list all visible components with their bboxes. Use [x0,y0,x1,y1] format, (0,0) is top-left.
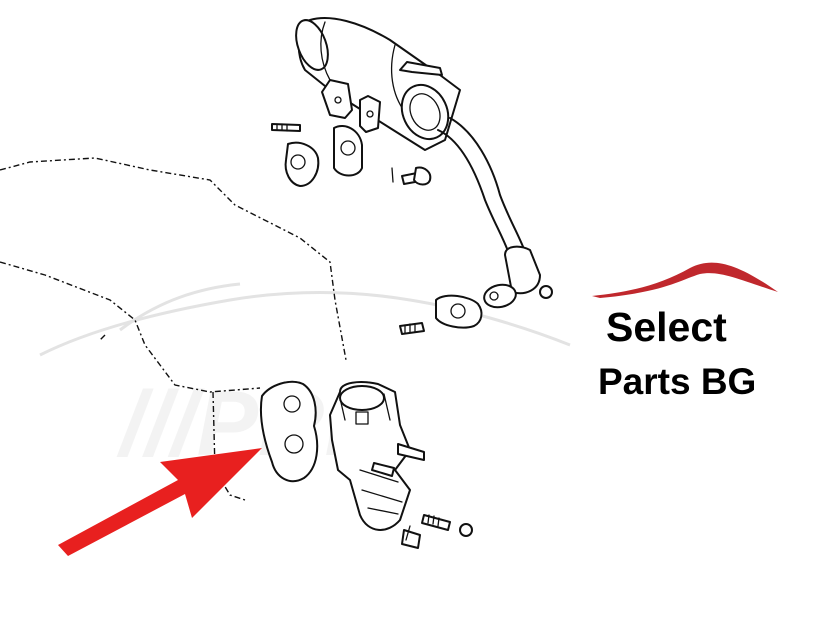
callout-arrow [58,448,262,556]
logo-line1: Select [606,304,727,350]
bolts-top [271,123,432,187]
logo-line2: Parts BG [598,361,756,402]
egr-valve [329,381,473,549]
engine-outline [0,157,347,501]
logo: Select Parts BG [592,262,778,402]
egr-valve-gasket [259,380,319,483]
cooler-outlet-gasket [399,285,553,335]
egr-cooler [295,17,541,309]
logo-swoosh [592,262,778,298]
